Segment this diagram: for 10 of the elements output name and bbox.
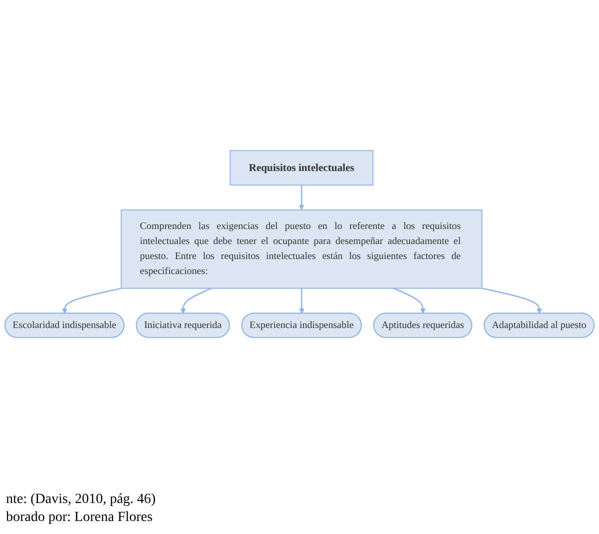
source-note: nte: (Davis, 2010, pág. 46) xyxy=(6,492,157,508)
node-box: Comprenden las exigencias del puesto en lo referente a los requisitos intelectuales que debe tener el ocupante para desempeñar adecuadamente el puesto. Entre los requisitos intelectuales están los siguientes factores de especificaciones: xyxy=(120,210,482,289)
arrow xyxy=(298,185,304,210)
arrow xyxy=(62,288,122,314)
arrow xyxy=(393,288,426,314)
arrow xyxy=(299,288,304,314)
arrow xyxy=(482,288,542,314)
arrow xyxy=(180,288,212,314)
source-note: borado por: Lorena Flores xyxy=(6,510,154,526)
node-box: Requisitos intelectuales xyxy=(230,150,374,186)
